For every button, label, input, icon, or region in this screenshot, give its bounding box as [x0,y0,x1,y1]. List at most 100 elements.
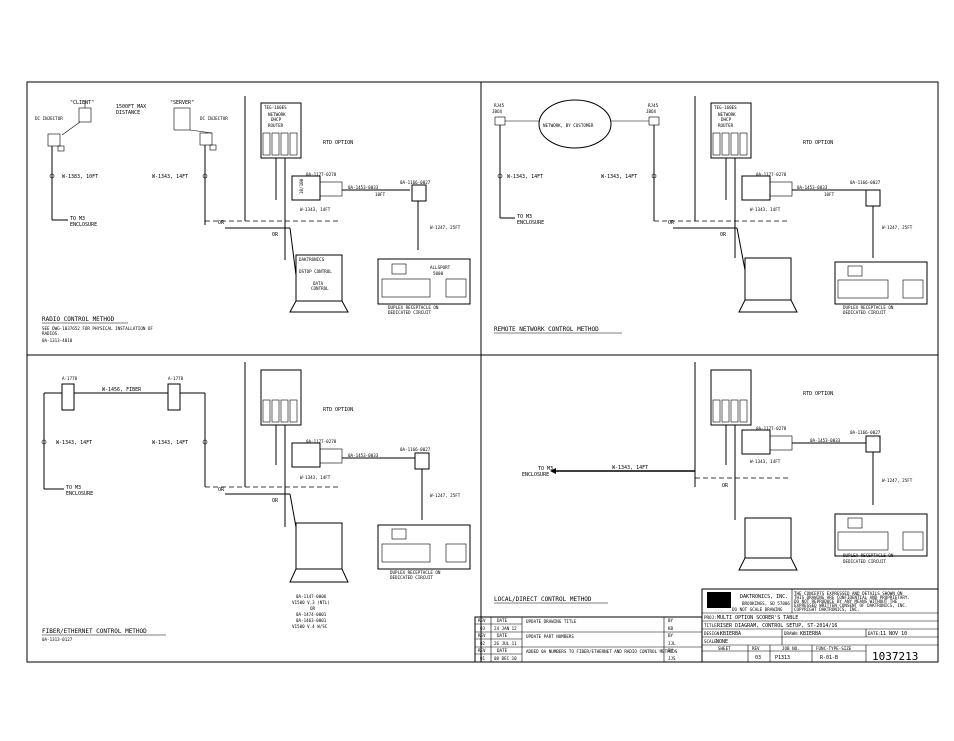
svg-text:W-1343, 14FT: W-1343, 14FT [612,465,648,471]
daktronics-logo [391,263,407,275]
remote-method-title: REMOTE NETWORK CONTROL METHOD [494,326,599,333]
svg-text:OR: OR [722,483,729,489]
duplex-label: DUPLEX RECEPTACLE ON [388,305,439,310]
daktronics-logo [847,517,863,529]
svg-text:W-1343, 14FT: W-1343, 14FT [507,174,543,180]
svg-text:P1313: P1313 [775,655,790,661]
laptop-screen [744,257,792,301]
rtd-box [865,189,881,207]
svg-text:CONTROL: CONTROL [311,286,329,291]
svg-text:W-1247, 25FT: W-1247, 25FT [882,225,913,230]
router-ports [712,132,748,156]
fiber-converter-left [61,383,75,411]
router-ports [712,399,748,423]
svg-text:02: 02 [480,641,486,646]
svg-text:UPDATE PART NUMBERS: UPDATE PART NUMBERS [526,634,574,639]
svg-text:0A-1166-0027: 0A-1166-0027 [850,180,881,185]
svg-text:NETWORK: NETWORK [268,112,286,117]
svg-text:03: 03 [480,626,486,631]
svg-text:JOB NO.: JOB NO. [782,646,800,651]
svg-text:DHCP: DHCP [271,117,282,122]
radio-quadrant: "CLIENT" 1500FT MAX DISTANCE "SERVER" DC… [35,96,471,343]
svg-text:TO M3: TO M3 [538,466,553,472]
svg-text:DUPLEX RECEPTACLE ON: DUPLEX RECEPTACLE ON [843,305,894,310]
radio-note-2: RADIOS. [42,331,60,336]
radio-method-title: RADIO CONTROL METHOD [42,316,115,323]
drawing-title: RISER DIAGRAM, CONTROL SETUP, ST-2014/16 [717,623,837,629]
dc-injector-left [47,133,61,147]
svg-text:RJ45: RJ45 [648,103,659,108]
svg-text:EXPRESSED WRITTEN CONSENT OF D: EXPRESSED WRITTEN CONSENT OF DAKTRONICS,… [794,603,907,608]
svg-text:W-1343, 14FT: W-1343, 14FT [601,174,637,180]
svg-text:01: 01 [480,656,486,661]
svg-text:NETWORK: NETWORK [718,112,736,117]
svg-text:RTD OPTION: RTD OPTION [803,391,833,397]
w1343-label: W-1343, 14FT [300,207,331,212]
svg-text:KBIERBA: KBIERBA [800,631,821,637]
svg-text:DESIGN:: DESIGN: [704,631,722,636]
allsport-console [834,261,928,305]
local-quadrant: RTD OPTION 0A-1177-0278 0A-1453-0033 0A-… [494,362,928,604]
part-1453: 0A-1453-0033 [348,185,379,190]
network-cloud [538,99,612,149]
rj45-jbox-left [494,116,506,126]
svg-text:W-1247, 25FT: W-1247, 25FT [430,493,461,498]
svg-text:0A-1166-0027: 0A-1166-0027 [400,447,431,452]
svg-text:UPDATE DRAWING TITLE: UPDATE DRAWING TITLE [526,619,577,624]
svg-text:0A-1453-0033: 0A-1453-0033 [797,185,828,190]
svg-text:KB: KB [668,626,674,631]
fiber-method-title: FIBER/ETHERNET CONTROL METHOD [42,628,147,635]
svg-text:DUPLEX RECEPTACLE ON: DUPLEX RECEPTACLE ON [843,553,894,558]
distance-label-2: DISTANCE [116,110,140,116]
svg-text:0A-1177-0278: 0A-1177-0278 [756,172,787,177]
part-1453-length: 10FT [375,192,386,197]
svg-text:JBOX: JBOX [646,109,657,114]
svg-text:A-1778: A-1778 [62,376,78,381]
daktronics-logo [847,265,863,277]
svg-text:08 DEC 10: 08 DEC 10 [494,656,517,661]
revision-row-1: REV DATE BY 01 08 DEC 10 ADDED 0A NUMBER… [478,648,678,661]
router-ports [262,399,298,423]
cable-left-label: W-1383, 10FT [62,174,98,180]
rtd-interface [769,435,793,451]
w1247-label: W-1247, 25FT [430,225,461,230]
svg-text:DATE:: DATE: [868,631,881,636]
svg-text:JBOX: JBOX [492,109,503,114]
svg-text:THE CONCEPTS EXPRESSED AND DET: THE CONCEPTS EXPRESSED AND DETAILS SHOWN… [794,591,903,596]
dc-injector-right-label: DC INJECTOR [200,116,228,121]
sheet-border [26,81,939,663]
laptop-screen [295,522,343,570]
media-converter [741,429,771,455]
svg-text:5000: 5000 [433,271,444,276]
revision-block: REV DATE BY 03 24 JAN 12 UPDATE DRAWING … [474,616,703,663]
drawing-date: 11 NOV 10 [880,631,907,637]
svg-text:0A-1313-0127: 0A-1313-0127 [42,637,73,642]
svg-text:26 JUL 11: 26 JUL 11 [494,641,517,646]
svg-text:OR: OR [668,220,675,226]
svg-text:0A-1453-0033: 0A-1453-0033 [348,453,379,458]
network-router [260,102,302,159]
rtd-interface [319,181,343,197]
svg-text:DATE: DATE [497,618,508,623]
svg-text:0A-1177-0278: 0A-1177-0278 [306,439,337,444]
svg-text:DRAWN:: DRAWN: [784,631,799,636]
svg-text:W-1343, 14FT: W-1343, 14FT [56,440,92,446]
fiber-part-5: 0A-1463-0001 [296,618,327,623]
rtd-option-label: RTD OPTION [323,140,353,146]
svg-text:OR: OR [720,232,727,238]
radio-ref: 0A-1313-4010 [42,338,73,343]
svg-text:COPYRIGHT DAKTRONICS, INC.: COPYRIGHT DAKTRONICS, INC. [794,607,860,612]
server-label: "SERVER" [170,100,194,106]
svg-text:DEDICATED CIRCUIT: DEDICATED CIRCUIT [843,559,886,564]
laptop-keyboard [738,557,798,571]
svg-text:BROOKINGS, SD 57006: BROOKINGS, SD 57006 [742,601,790,606]
svg-text:REV: REV [752,646,760,651]
svg-text:JJL: JJL [668,641,676,646]
server-radio [173,107,191,131]
daktronics-logo-large [707,592,731,608]
network-router [260,369,302,426]
svg-text:RTD OPTION: RTD OPTION [323,407,353,413]
radio-note: SEE DWG-1037652 FOR PHYSICAL INSTALLATIO… [42,326,153,331]
part-1166: 0A-1166-0027 [400,180,431,185]
